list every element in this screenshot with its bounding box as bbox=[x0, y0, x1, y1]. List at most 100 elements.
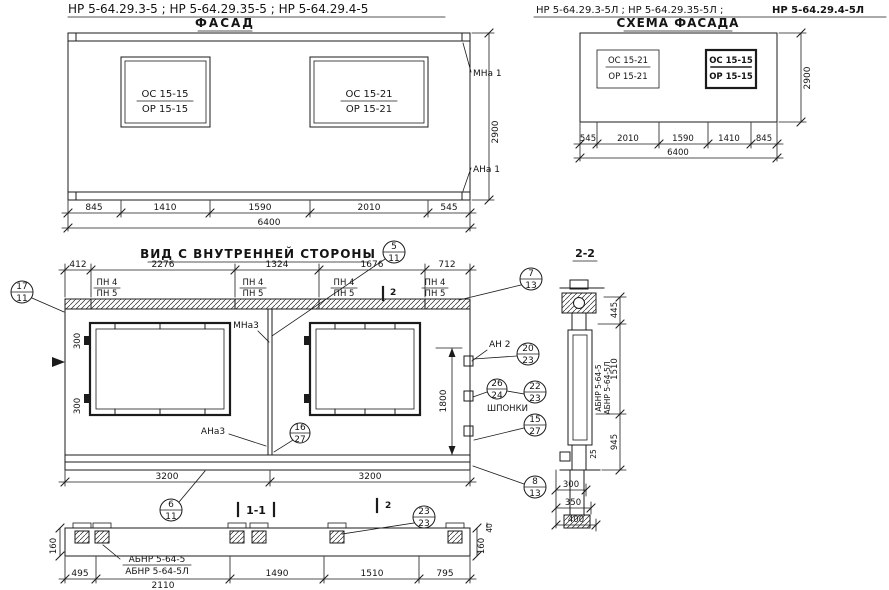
inner-window-1 bbox=[84, 321, 232, 417]
center-joint bbox=[267, 308, 273, 456]
window1-type-bottom: ОР 15-15 bbox=[142, 104, 188, 115]
dim-value: 845 bbox=[756, 134, 772, 144]
dim-2900: 2900 bbox=[803, 66, 813, 89]
section22-title: 2-2 bbox=[575, 247, 595, 260]
pn-label-top: ПН 4 bbox=[334, 278, 355, 288]
callout-bottom: 13 bbox=[525, 281, 536, 291]
dim-value: 400 bbox=[568, 515, 584, 525]
dim-300-top: 300 bbox=[73, 333, 83, 349]
scheme-bottom-dims: 545 2010 1590 1410 845 6400 bbox=[573, 122, 784, 163]
s22-loop-section bbox=[573, 297, 585, 309]
callout-top: 23 bbox=[418, 507, 429, 517]
dim-value: 1676 bbox=[361, 260, 384, 270]
s11-bump bbox=[445, 522, 465, 529]
dim-value: 3200 bbox=[156, 472, 179, 482]
callout-top: 16 bbox=[294, 423, 306, 433]
callout-top: 5 bbox=[391, 242, 397, 252]
anchor-top-leader bbox=[462, 42, 472, 73]
label-an2: АН 2 bbox=[489, 340, 511, 350]
s22-loop-plate bbox=[569, 279, 589, 290]
facade-bottom-dims: 845 1410 1590 2010 545 6400 bbox=[61, 200, 477, 233]
callout-top: 17 bbox=[16, 282, 27, 292]
callout-bottom: 23 bbox=[522, 356, 533, 366]
dim-value: 1490 bbox=[266, 569, 289, 579]
key-mark bbox=[463, 425, 474, 437]
callout-top: 15 bbox=[529, 415, 540, 425]
hinge-mark bbox=[84, 336, 90, 345]
s11-profile bbox=[229, 530, 245, 544]
dim-value: 1410 bbox=[154, 203, 177, 213]
label-mna3: МНа3 bbox=[233, 321, 259, 331]
cut1-marks bbox=[236, 501, 276, 518]
callout-top: 26 bbox=[491, 379, 503, 389]
callout-8-13: 8 13 bbox=[472, 465, 547, 499]
facade-window-2: ОС 15-21 ОР 15-21 bbox=[309, 56, 429, 128]
left-sheet-title: НР 5-64.29.3-5 ; НР 5-64.29.35-5 ; НР 5-… bbox=[68, 2, 368, 16]
s22-key bbox=[559, 451, 571, 462]
s22-label-a: АБНР 5-64-5 bbox=[594, 364, 603, 412]
callout-top: 22 bbox=[529, 382, 540, 392]
pn-label-top: ПН 4 bbox=[97, 278, 118, 288]
callout-17-11: 17 11 bbox=[10, 280, 65, 313]
callout-6-11: 6 11 bbox=[159, 470, 206, 522]
s11-bump bbox=[227, 522, 247, 529]
label-shponki: ШПОНКИ bbox=[487, 404, 528, 414]
hinge-mark bbox=[304, 336, 310, 345]
scheme-window-2: ОС 15-15 ОР 15-15 bbox=[704, 48, 758, 90]
callout-5-11: 5 11 bbox=[271, 240, 406, 337]
s11-height-dims: 160 160 40 bbox=[49, 522, 494, 561]
s11-strip-outline bbox=[64, 527, 471, 557]
inner-view-title: ВИД С ВНУТРЕННЕЙ СТОРОНЫ bbox=[140, 246, 376, 261]
top-band-hatch bbox=[65, 299, 470, 309]
dim-value: 2010 bbox=[617, 134, 639, 144]
dim-value: 1590 bbox=[672, 134, 694, 144]
anchor-label-bottom: АНа 1 bbox=[473, 165, 500, 175]
inner-window-2 bbox=[304, 321, 422, 417]
right-sheet-title-bold: НР 5-64.29.4-5Л bbox=[772, 5, 864, 16]
facade-view: НР 5-64.29.3-5 ; НР 5-64.29.35-5 ; НР 5-… bbox=[61, 2, 502, 233]
callout-bottom: 23 bbox=[529, 394, 540, 404]
s22-label-b: АБНР 5-64-5Л bbox=[603, 362, 612, 415]
dim-value: 795 bbox=[436, 569, 453, 579]
callout-top: 20 bbox=[522, 344, 534, 354]
callout-bottom: 11 bbox=[16, 294, 27, 304]
facade-height-dim: 2900 bbox=[471, 28, 501, 205]
callout-bottom: 11 bbox=[165, 512, 176, 522]
dim-value: 1590 bbox=[249, 203, 272, 213]
s22-horizontal-dims: 300 350 400 bbox=[551, 469, 601, 532]
callout-top: 7 bbox=[528, 269, 534, 279]
dim-160-right: 160 bbox=[477, 538, 487, 554]
dim-1800-group: 1800 bbox=[435, 347, 463, 456]
pn-label-bottom: ПН 5 bbox=[97, 289, 118, 299]
dim-value: 545 bbox=[440, 203, 457, 213]
dim-value: 495 bbox=[71, 569, 88, 579]
callout-top: 8 bbox=[532, 477, 538, 487]
callout-bottom: 27 bbox=[294, 435, 305, 445]
pn-label-top: ПН 4 bbox=[425, 278, 446, 288]
s11-profile bbox=[251, 530, 267, 544]
scheme-win1-bottom: ОР 15-21 bbox=[608, 72, 647, 82]
key-mark bbox=[463, 390, 474, 402]
facade-panel-bands bbox=[67, 40, 471, 193]
facade-title: ФАСАД bbox=[195, 16, 255, 30]
dim-1800: 1800 bbox=[439, 389, 449, 412]
dim-value: 1410 bbox=[718, 134, 740, 144]
dim-value: 1324 bbox=[266, 260, 289, 270]
scheme-panel-outline bbox=[579, 32, 778, 123]
callout-bottom: 11 bbox=[388, 254, 399, 264]
s11-bump bbox=[72, 522, 92, 529]
section-1-1-view: 160 160 40 АБНР 5-64-5 АБНР 5-64-5Л 495 … bbox=[49, 522, 494, 590]
s22-neck bbox=[571, 312, 587, 331]
facade-corner-marks bbox=[75, 32, 463, 201]
hinge-mark bbox=[84, 394, 90, 403]
dim-value: 300 bbox=[563, 480, 579, 490]
anchor-bottom-leader bbox=[462, 167, 472, 192]
s11-labels: АБНР 5-64-5 АБНР 5-64-5Л bbox=[102, 544, 192, 577]
callout-bottom: 23 bbox=[418, 519, 429, 529]
dim-value: 712 bbox=[438, 260, 455, 270]
callout-top: 6 bbox=[168, 500, 174, 510]
s11-profile bbox=[94, 530, 110, 544]
window2-type-top: ОС 15-21 bbox=[345, 89, 392, 100]
